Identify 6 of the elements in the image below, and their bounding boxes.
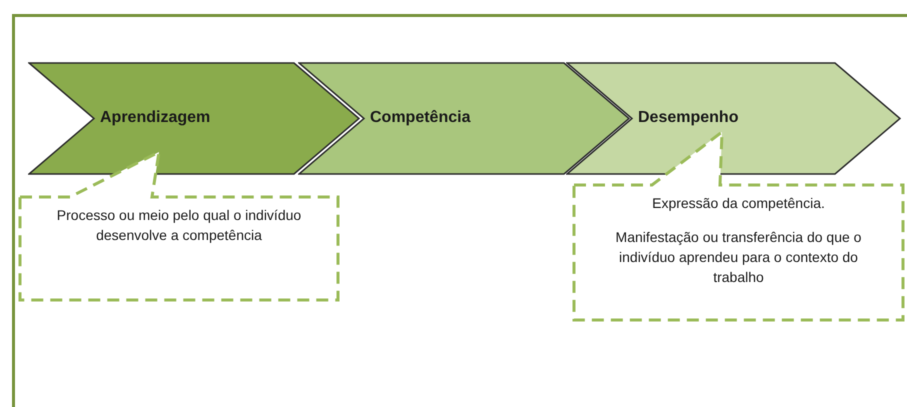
step-label: Aprendizagem [100, 108, 210, 128]
callout-text: Manifestação ou transferência do que o indivíduo aprendeu para o contexto do trabalho [614, 228, 862, 287]
step-label: Desempenho [638, 108, 738, 128]
callout-text: Expressão da competência. [651, 194, 826, 213]
step-label: Competência [370, 108, 470, 128]
callout-text: Processo ou meio pelo qual o indivíduo desenvolve a competência [56, 206, 302, 245]
